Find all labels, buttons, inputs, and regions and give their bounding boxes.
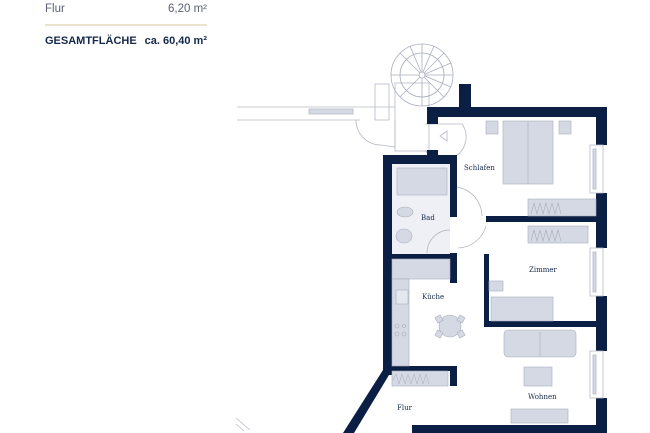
area-row-label: Flur bbox=[45, 3, 65, 15]
room-label-kueche: Küche bbox=[422, 293, 444, 301]
walls bbox=[343, 84, 607, 433]
total-value: ca. 60,40 m² bbox=[144, 35, 207, 47]
area-divider bbox=[45, 24, 207, 26]
total-label: GESAMTFLÄCHE bbox=[45, 35, 137, 47]
area-total-row: GESAMTFLÄCHE ca. 60,40 m² bbox=[45, 35, 207, 47]
zimmer-furniture bbox=[488, 225, 589, 322]
kitchen-fixtures bbox=[391, 225, 487, 367]
room-label-flur: Flur bbox=[397, 404, 413, 412]
area-row-value: 6,20 m² bbox=[168, 3, 207, 15]
schlafen-furniture bbox=[485, 120, 597, 217]
flur-wardrobe bbox=[391, 370, 449, 387]
room-label-bad: Bad bbox=[421, 214, 435, 222]
area-row-flur: Flur 6,20 m² bbox=[45, 3, 207, 21]
room-label-zimmer: Zimmer bbox=[529, 266, 558, 274]
area-table: Flur 6,20 m² GESAMTFLÄCHE ca. 60,40 m² bbox=[45, 0, 207, 47]
bathroom-fixtures bbox=[392, 164, 483, 254]
windows bbox=[589, 144, 604, 399]
spiral-staircase bbox=[390, 43, 454, 107]
wohnen-furniture bbox=[503, 329, 577, 424]
room-label-schlafen: Schlafen bbox=[464, 164, 495, 172]
room-label-wohnen: Wohnen bbox=[528, 393, 557, 401]
room-labels: Schlafen Bad Zimmer Küche Wohnen Flur bbox=[397, 164, 558, 412]
